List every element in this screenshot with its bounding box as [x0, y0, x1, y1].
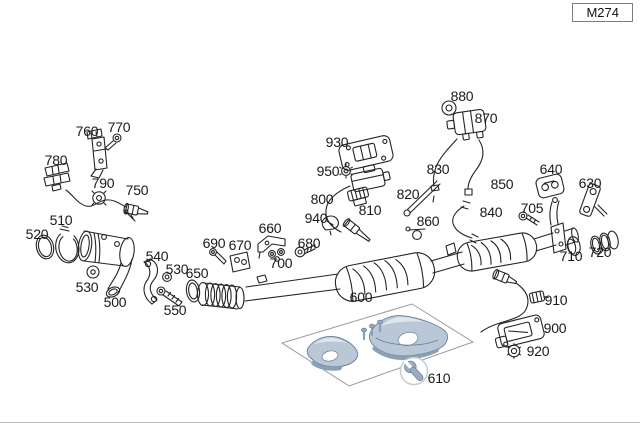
- part-530-nut: [162, 272, 172, 282]
- part-label-860[interactable]: 860: [416, 213, 440, 229]
- part-550-bolt: [156, 286, 183, 307]
- part-label-930[interactable]: 930: [325, 134, 349, 150]
- part-750-oxygen-sensor: [65, 189, 149, 216]
- part-label-750[interactable]: 750: [125, 182, 149, 198]
- part-680-bolt: [294, 244, 316, 258]
- part-810-connector: [346, 186, 370, 207]
- part-780-connector: [43, 162, 71, 192]
- part-940-clip: [321, 215, 339, 236]
- part-label-600[interactable]: 600: [349, 289, 373, 305]
- part-label-900[interactable]: 900: [543, 320, 567, 336]
- part-700-nuts: [268, 248, 285, 262]
- open-end-wrench-icon: [399, 356, 429, 386]
- part-870-valve: [446, 108, 487, 141]
- part-label-840[interactable]: 840: [479, 204, 503, 220]
- part-label-790[interactable]: 790: [91, 175, 115, 191]
- part-label-650[interactable]: 650: [185, 265, 209, 281]
- part-710-end-cap: [566, 236, 581, 256]
- part-label-680[interactable]: 680: [297, 235, 321, 251]
- part-610-heat-shield-kit: [280, 303, 475, 387]
- part-910-clip: [528, 290, 549, 304]
- part-label-940[interactable]: 940: [304, 210, 328, 226]
- part-840-hose: [452, 200, 479, 244]
- part-label-770[interactable]: 770: [107, 119, 131, 135]
- part-label-520[interactable]: 520: [25, 226, 49, 242]
- part-770-bolt: [104, 133, 122, 151]
- part-label-950[interactable]: 950: [316, 163, 340, 179]
- part-850-hose: [464, 139, 484, 196]
- model-code-box: M274: [572, 3, 633, 22]
- part-label-710[interactable]: 710: [559, 248, 583, 264]
- part-670-bracket-plate: [229, 251, 251, 273]
- model-code-text: M274: [586, 5, 619, 20]
- part-860-pipe-clamp: [405, 226, 426, 240]
- part-label-540[interactable]: 540: [145, 248, 169, 264]
- part-label-720[interactable]: 720: [588, 244, 612, 260]
- kit-screws: [360, 319, 383, 341]
- part-label-660[interactable]: 660: [258, 220, 282, 236]
- flex-coupling: [196, 281, 245, 310]
- part-820-pipe: [403, 180, 441, 217]
- part-label-530-plug[interactable]: 530: [75, 279, 99, 295]
- part-630-bracket: [579, 183, 608, 217]
- part-label-630[interactable]: 630: [578, 175, 602, 191]
- part-label-550[interactable]: 550: [163, 302, 187, 318]
- part-label-760[interactable]: 760: [75, 123, 99, 139]
- part-label-700[interactable]: 700: [269, 255, 293, 271]
- page-bottom-rule: [0, 422, 640, 423]
- part-760-sensor-bracket: [86, 128, 108, 179]
- part-label-500[interactable]: 500: [103, 294, 127, 310]
- part-540-support-bracket: [143, 258, 159, 305]
- part-label-850[interactable]: 850: [490, 176, 514, 192]
- part-label-800[interactable]: 800: [310, 191, 334, 207]
- part-530-plug: [86, 265, 100, 279]
- part-690-bolt: [209, 248, 227, 265]
- part-830-hose: [430, 138, 458, 203]
- part-660-holder-bracket: [257, 235, 286, 259]
- part-705-bolt: [518, 211, 540, 226]
- part-label-780[interactable]: 780: [44, 152, 68, 168]
- part-label-690[interactable]: 690: [202, 235, 226, 251]
- part-800-sensor-unit: [325, 167, 391, 242]
- part-label-670[interactable]: 670: [228, 237, 252, 253]
- part-label-870[interactable]: 870: [474, 110, 498, 126]
- part-label-830[interactable]: 830: [426, 161, 450, 177]
- part-720-clamp-sleeves: [590, 230, 619, 255]
- part-label-530-nut[interactable]: 530: [165, 261, 189, 277]
- part-label-640[interactable]: 640: [539, 161, 563, 177]
- part-920-nut: [507, 343, 521, 359]
- part-label-705[interactable]: 705: [520, 200, 544, 216]
- part-label-510[interactable]: 510: [49, 212, 73, 228]
- part-label-910[interactable]: 910: [544, 292, 568, 308]
- part-900-nox-sensor: [480, 268, 545, 349]
- part-600-muffler-assembly: [244, 197, 579, 302]
- part-640-rubber-mount: [535, 173, 565, 199]
- part-520-gasket-ring: [35, 234, 55, 260]
- part-950-nut: [339, 163, 353, 179]
- part-label-610[interactable]: 610: [427, 370, 451, 386]
- part-label-810[interactable]: 810: [358, 202, 382, 218]
- part-label-820[interactable]: 820: [396, 186, 420, 202]
- part-930-module-with-bracket: [338, 135, 394, 174]
- part-label-920[interactable]: 920: [526, 343, 550, 359]
- part-790-grommet: [91, 190, 107, 206]
- part-label-880[interactable]: 880: [450, 88, 474, 104]
- part-880-grommet: [441, 100, 457, 116]
